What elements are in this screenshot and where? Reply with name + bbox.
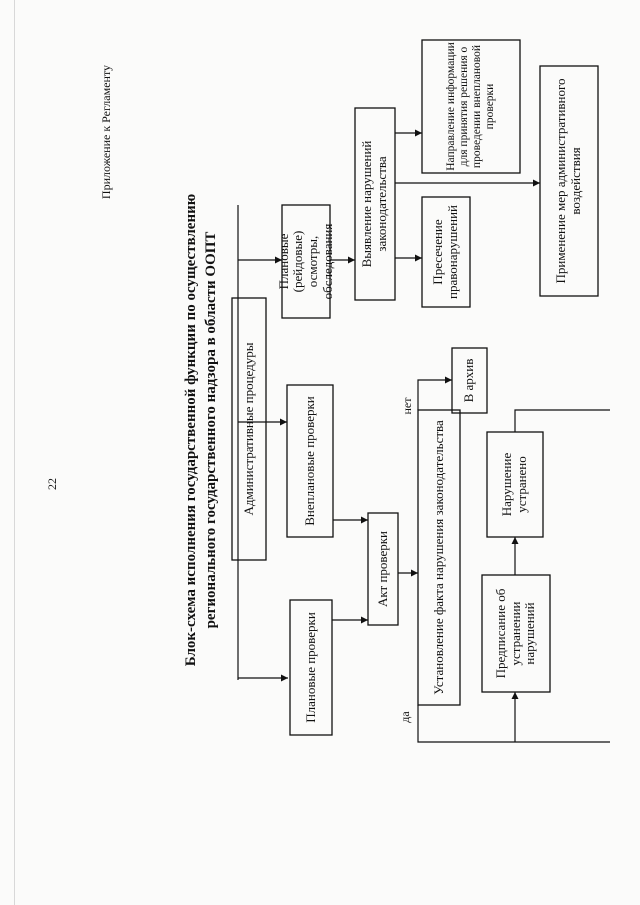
label-planned-inspections: Плановые проверки (302, 612, 318, 723)
box-violation-eliminated (486, 431, 544, 538)
label-offense-suppression: Пресечение правонарушений (430, 205, 460, 299)
arrow-to-raid (275, 256, 282, 264)
appendix-label: Приложение к Регламенту (99, 64, 114, 200)
label-violation-eliminated: Нарушение устранено (499, 452, 529, 517)
connector-fact-yes-bus (417, 705, 610, 743)
arrow-to-suppression (415, 254, 422, 262)
label-to-archive: В архив (461, 358, 477, 403)
box-admin-procedures (231, 297, 267, 561)
label-no: нет (400, 397, 415, 415)
arrow-act-to-fact (411, 569, 418, 577)
arrow-to-detection (348, 256, 355, 264)
label-admin-procedures: Административные процедуры (240, 342, 256, 516)
connector-eliminated-exit (514, 409, 610, 432)
connector-fact-to-archive (417, 379, 452, 410)
box-violation-fact (417, 409, 461, 706)
label-elimination-order: Предписание об устранении нарушений (493, 588, 538, 679)
label-info-direction: Направление информации для принятия реше… (445, 42, 496, 171)
box-to-archive (451, 347, 488, 414)
label-raid-inspections: Плановые (рейдовые) осмотры, обследовани… (275, 223, 335, 300)
box-violation-detection (354, 107, 396, 301)
label-violation-detection: Выявление нарушений законодательства (359, 140, 389, 268)
box-offense-suppression (421, 196, 471, 308)
box-inspection-act (367, 512, 399, 626)
label-unscheduled-inspections: Внеплановые проверки (301, 396, 317, 526)
arrow-planned-to-act (361, 616, 368, 624)
arrow-unscheduled-to-act (361, 516, 368, 524)
page-number: 22 (45, 478, 60, 490)
label-admin-measures: Применение мер административного воздейс… (553, 78, 583, 284)
box-planned-inspections (289, 599, 333, 736)
title-line-2: регионального государственного надзора в… (202, 231, 219, 629)
box-admin-measures (539, 65, 599, 297)
arrow-to-info (415, 129, 422, 137)
arrow-to-archive (445, 376, 452, 384)
label-yes: да (398, 711, 413, 723)
label-inspection-act: Акт проверки (374, 530, 390, 608)
title-line-1: Блок-схема исполнения государственной фу… (182, 193, 199, 667)
arrow-to-unscheduled (280, 418, 287, 426)
box-elimination-order (481, 574, 551, 693)
arrow-to-order (511, 692, 519, 699)
arrow-to-eliminated (511, 537, 519, 544)
label-violation-fact: Установление факта нарушения законодател… (430, 420, 446, 695)
box-info-direction (421, 39, 521, 174)
box-unscheduled-inspections (286, 384, 334, 538)
box-raid-inspections (281, 204, 331, 319)
scan-edge-line (14, 0, 15, 905)
arrow-to-measures (533, 179, 540, 187)
arrow-to-planned (281, 674, 288, 682)
